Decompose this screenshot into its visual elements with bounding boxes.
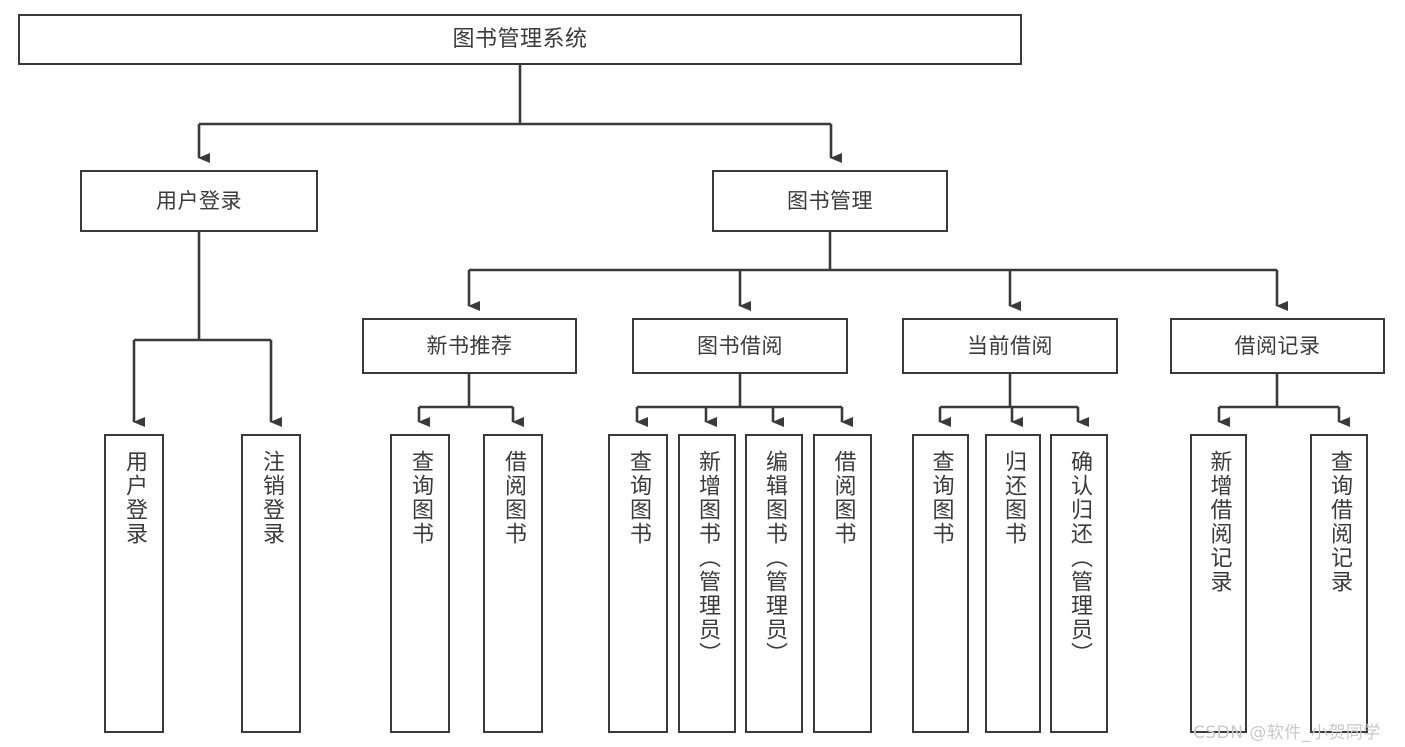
leaf-return-book[interactable]: 归还图书 bbox=[985, 434, 1041, 733]
node-user-login-label: 用户登录 bbox=[156, 188, 242, 213]
leaf-borrow-book-recommend[interactable]: 借阅图书 bbox=[483, 434, 543, 733]
node-book-management[interactable]: 图书管理 bbox=[712, 170, 948, 232]
node-current-borrow[interactable]: 当前借阅 bbox=[902, 318, 1118, 374]
leaf-query-borrow-record[interactable]: 查询借阅记录 bbox=[1310, 434, 1368, 733]
leaf-query-book-recommend-label: 查询图书 bbox=[408, 450, 433, 546]
leaf-user-login[interactable]: 用户登录 bbox=[104, 434, 164, 733]
leaf-user-login-label: 用户登录 bbox=[122, 450, 147, 546]
node-book-borrow[interactable]: 图书借阅 bbox=[632, 318, 848, 374]
node-new-book-recommend-label: 新书推荐 bbox=[426, 333, 513, 358]
leaf-add-borrow-record-label: 新增借阅记录 bbox=[1206, 450, 1232, 594]
leaf-return-book-label: 归还图书 bbox=[1001, 450, 1026, 546]
leaf-query-book-borrow-label: 查询图书 bbox=[626, 450, 651, 546]
node-new-book-recommend[interactable]: 新书推荐 bbox=[362, 318, 577, 374]
csdn-watermark: CSDN @软件_小贺同学 bbox=[1193, 723, 1381, 743]
leaf-borrow-book-label: 借阅图书 bbox=[830, 450, 856, 546]
leaf-logout[interactable]: 注销登录 bbox=[241, 434, 301, 733]
node-borrow-records-label: 借阅记录 bbox=[1234, 333, 1321, 358]
leaf-query-book-current-label: 查询图书 bbox=[928, 450, 954, 546]
leaf-add-book-admin[interactable]: 新增图书（管理员） bbox=[678, 434, 736, 733]
leaf-query-book-current[interactable]: 查询图书 bbox=[912, 434, 969, 733]
leaf-add-book-admin-label: 新增图书（管理员） bbox=[695, 450, 720, 666]
node-book-borrow-label: 图书借阅 bbox=[697, 333, 783, 358]
leaf-logout-label: 注销登录 bbox=[259, 450, 284, 546]
node-book-management-label: 图书管理 bbox=[787, 188, 873, 213]
leaf-query-borrow-record-label: 查询借阅记录 bbox=[1327, 450, 1352, 594]
leaf-confirm-return-admin-label: 确认归还（管理员） bbox=[1067, 450, 1092, 666]
leaf-confirm-return-admin[interactable]: 确认归还（管理员） bbox=[1050, 434, 1108, 733]
leaf-edit-book-admin[interactable]: 编辑图书（管理员） bbox=[745, 434, 803, 733]
leaf-query-book-recommend[interactable]: 查询图书 bbox=[390, 434, 450, 733]
node-current-borrow-label: 当前借阅 bbox=[967, 333, 1053, 358]
leaf-edit-book-admin-label: 编辑图书（管理员） bbox=[762, 450, 787, 666]
leaf-add-borrow-record[interactable]: 新增借阅记录 bbox=[1190, 434, 1247, 733]
node-root-label: 图书管理系统 bbox=[452, 26, 588, 52]
leaf-query-book-borrow[interactable]: 查询图书 bbox=[608, 434, 668, 733]
leaf-borrow-book-recommend-label: 借阅图书 bbox=[501, 450, 526, 546]
node-root[interactable]: 图书管理系统 bbox=[18, 14, 1022, 65]
node-borrow-records[interactable]: 借阅记录 bbox=[1170, 318, 1385, 374]
leaf-borrow-book[interactable]: 借阅图书 bbox=[813, 434, 872, 733]
node-user-login[interactable]: 用户登录 bbox=[80, 170, 318, 232]
